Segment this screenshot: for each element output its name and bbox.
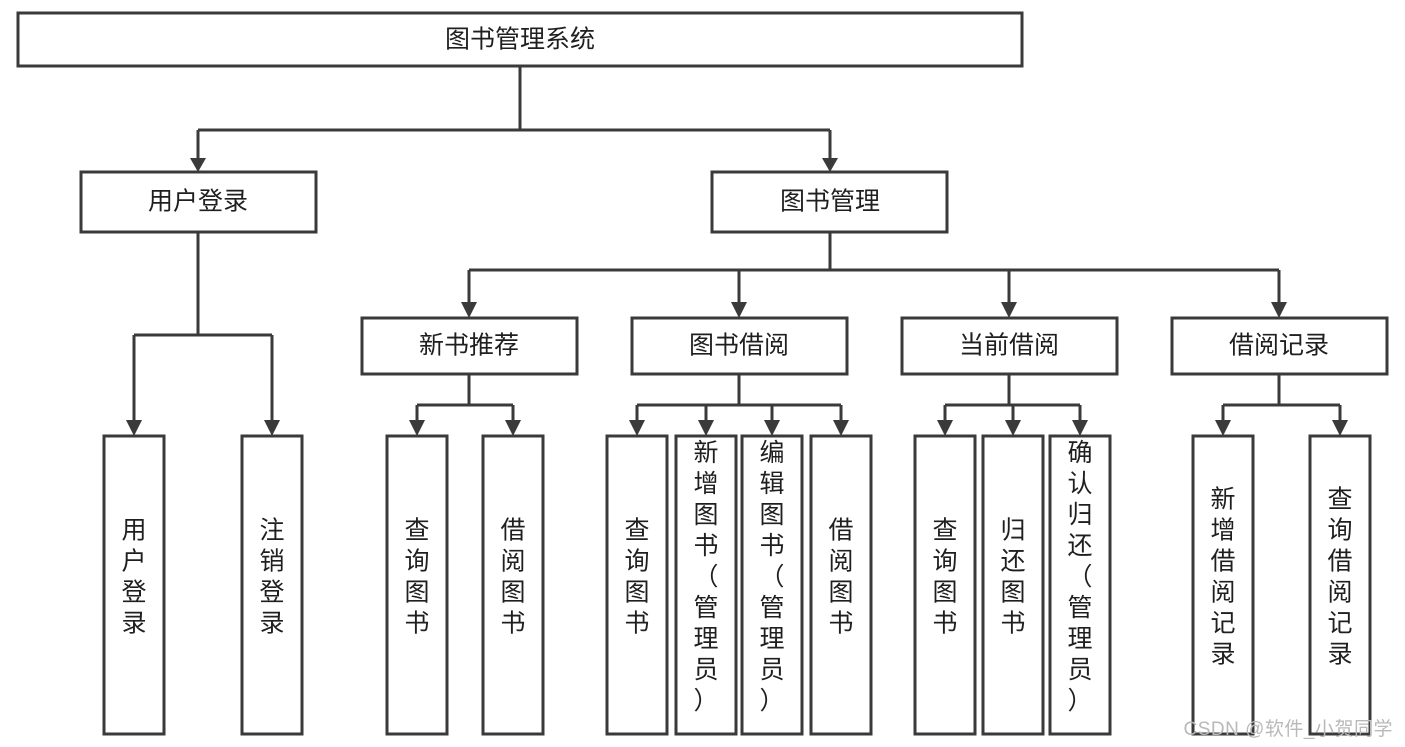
- arrow-icon-current-borrow: [1001, 302, 1017, 318]
- node-leaf-borrow-book-2-label: 借阅图书: [828, 517, 853, 638]
- node-leaf-query-record[interactable]: 查询借阅记录: [1308, 434, 1372, 736]
- arrow-icon-leaf-user-login: [126, 420, 142, 436]
- node-leaf-query-record-label: 查询借阅记录: [1327, 486, 1352, 669]
- node-leaf-logout-box[interactable]: [240, 434, 304, 736]
- arrow-icon-borrow-record: [1271, 302, 1287, 318]
- arrow-icon-new-book-rec: [461, 302, 477, 318]
- node-leaf-query-book-3[interactable]: 查询图书: [913, 434, 977, 736]
- node-borrow-record[interactable]: 借阅记录: [1170, 316, 1389, 376]
- node-leaf-edit-book-label: 编辑图书（管理员）: [759, 439, 784, 715]
- node-new-book-rec-label: 新书推荐: [419, 332, 519, 360]
- node-leaf-query-book-3-label: 查询图书: [932, 517, 957, 638]
- arrow-icon-user-login: [190, 158, 206, 172]
- arrow-icon-leaf-confirm-return: [1072, 420, 1088, 436]
- arrow-icon-leaf-add-record: [1215, 420, 1231, 436]
- arrow-icon-leaf-query-book-1: [409, 420, 425, 436]
- node-leaf-user-login-box[interactable]: [102, 434, 166, 736]
- node-leaf-logout[interactable]: 注销登录: [240, 434, 304, 736]
- node-root-box[interactable]: [16, 11, 1024, 68]
- node-book-manage[interactable]: 图书管理: [710, 170, 949, 234]
- connector-group: [126, 66, 1348, 436]
- node-current-borrow[interactable]: 当前借阅: [900, 316, 1119, 376]
- node-new-book-rec[interactable]: 新书推荐: [360, 316, 579, 376]
- node-leaf-return-book-box[interactable]: [981, 434, 1045, 736]
- node-leaf-edit-book[interactable]: 编辑图书（管理员）: [740, 434, 804, 736]
- node-leaf-user-login-label: 用户登录: [121, 517, 146, 638]
- node-book-borrow-box[interactable]: [630, 316, 849, 376]
- arrow-icon-leaf-edit-book: [764, 420, 780, 436]
- node-borrow-record-label: 借阅记录: [1229, 332, 1329, 360]
- node-leaf-add-book-label: 新增图书（管理员）: [693, 439, 718, 715]
- node-user-login-box[interactable]: [79, 170, 318, 234]
- node-leaf-edit-book-box[interactable]: [740, 434, 804, 736]
- node-root-label: 图书管理系统: [445, 26, 595, 54]
- node-new-book-rec-box[interactable]: [360, 316, 579, 376]
- node-leaf-query-book-3-box[interactable]: [913, 434, 977, 736]
- node-leaf-user-login[interactable]: 用户登录: [102, 434, 166, 736]
- node-leaf-borrow-book-2-box[interactable]: [809, 434, 873, 736]
- arrow-icon-leaf-borrow-book-2: [833, 420, 849, 436]
- node-leaf-add-record-box[interactable]: [1191, 434, 1255, 736]
- arrow-icon-book-borrow: [731, 302, 747, 318]
- node-leaf-confirm-return[interactable]: 确认归还（管理员）: [1048, 434, 1112, 736]
- node-book-manage-box[interactable]: [710, 170, 949, 234]
- watermark: CSDN @软件_小贺同学: [1183, 719, 1393, 740]
- node-root[interactable]: 图书管理系统: [16, 11, 1024, 68]
- node-book-manage-label: 图书管理: [780, 188, 880, 216]
- node-leaf-borrow-book-1-label: 借阅图书: [500, 517, 525, 638]
- arrow-icon-leaf-logout: [264, 420, 280, 436]
- node-user-login-label: 用户登录: [148, 188, 248, 216]
- arrow-icon-leaf-query-book-3: [937, 420, 953, 436]
- node-leaf-add-book[interactable]: 新增图书（管理员）: [674, 434, 738, 736]
- arrow-icon-book-manage: [822, 158, 838, 172]
- arrow-icon-leaf-return-book: [1005, 420, 1021, 436]
- node-book-borrow-label: 图书借阅: [689, 332, 789, 360]
- node-leaf-borrow-book-1[interactable]: 借阅图书: [481, 434, 545, 736]
- arrow-icon-leaf-borrow-book-1: [505, 420, 521, 436]
- node-borrow-record-box[interactable]: [1170, 316, 1389, 376]
- node-leaf-borrow-book-2[interactable]: 借阅图书: [809, 434, 873, 736]
- node-leaf-query-book-2[interactable]: 查询图书: [605, 434, 669, 736]
- node-leaf-confirm-return-label: 确认归还（管理员）: [1067, 439, 1092, 715]
- node-current-borrow-box[interactable]: [900, 316, 1119, 376]
- node-leaf-query-book-1-box[interactable]: [385, 434, 449, 736]
- arrow-icon-leaf-query-book-2: [629, 420, 645, 436]
- arrow-icon-leaf-add-book: [698, 420, 714, 436]
- node-leaf-add-record-label: 新增借阅记录: [1210, 486, 1235, 669]
- node-user-login[interactable]: 用户登录: [79, 170, 318, 234]
- node-leaf-add-record[interactable]: 新增借阅记录: [1191, 434, 1255, 736]
- node-leaf-query-book-2-box[interactable]: [605, 434, 669, 736]
- node-leaf-confirm-return-box[interactable]: [1048, 434, 1112, 736]
- node-leaf-logout-label: 注销登录: [259, 517, 284, 638]
- arrow-icon-leaf-query-record: [1332, 420, 1348, 436]
- node-leaf-query-book-2-label: 查询图书: [624, 517, 649, 638]
- node-leaf-borrow-book-1-box[interactable]: [481, 434, 545, 736]
- node-leaf-query-book-1[interactable]: 查询图书: [385, 434, 449, 736]
- node-leaf-query-book-1-label: 查询图书: [404, 517, 429, 638]
- node-leaf-return-book[interactable]: 归还图书: [981, 434, 1045, 736]
- node-current-borrow-label: 当前借阅: [959, 332, 1059, 360]
- node-leaf-return-book-label: 归还图书: [1000, 517, 1025, 638]
- node-book-borrow[interactable]: 图书借阅: [630, 316, 849, 376]
- node-leaf-add-book-box[interactable]: [674, 434, 738, 736]
- node-leaf-query-record-box[interactable]: [1308, 434, 1372, 736]
